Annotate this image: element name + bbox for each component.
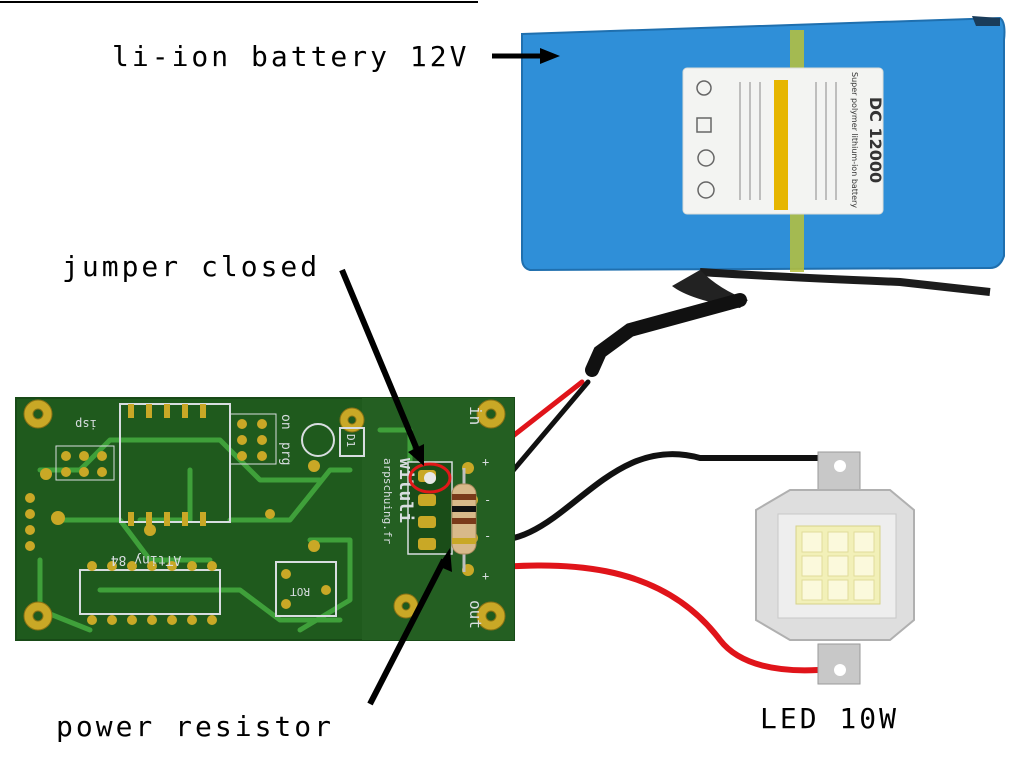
label-jumper: jumper closed: [62, 250, 320, 283]
silk-minus-out: -: [484, 529, 491, 543]
isp-header: [55, 445, 115, 481]
silk-brand: wiluli: [395, 458, 416, 523]
silk-rot: ROT: [290, 585, 310, 598]
wire-led-red: [465, 562, 821, 674]
pcb-traces: [37, 427, 413, 633]
rot-potentiometer: [275, 561, 337, 617]
silk-prg: prg: [278, 442, 293, 465]
pcb-board: in out wiluli arpschuing.fr ATtiny 84 RO…: [15, 397, 515, 641]
battery-sticker-fineprint: [739, 82, 837, 200]
arrow-battery: [492, 48, 560, 64]
power-resistor: [451, 468, 477, 572]
silk-isp: isp: [75, 417, 97, 431]
battery-sticker-subtitle: Super polymer lithium-ion battery: [850, 72, 859, 208]
silk-d1: D1: [344, 434, 357, 447]
battery: DC 12000 Super polymer lithium-ion batte…: [521, 16, 1006, 377]
jumper-pad: [424, 472, 436, 484]
terminal-block: [407, 461, 453, 555]
silk-plus-out: +: [482, 569, 489, 583]
arrow-resistor: [367, 548, 452, 706]
silk-url: arpschuing.fr: [381, 458, 394, 544]
label-resistor: power resistor: [56, 710, 334, 743]
label-led: LED 10W: [760, 702, 899, 735]
silk-minus-in: -: [484, 493, 491, 507]
certification-icons: [696, 80, 715, 199]
led-module: [755, 451, 915, 685]
label-battery: li-ion battery 12V: [112, 40, 469, 73]
led-cells: [801, 531, 875, 601]
capacitor: [301, 423, 335, 457]
silk-on: on: [278, 414, 293, 430]
silk-chip: ATtiny 84: [111, 552, 182, 567]
arrow-jumper: [339, 268, 424, 466]
on-prg-header: [229, 413, 277, 465]
silk-plus-in: +: [482, 455, 489, 469]
silk-out: out: [466, 600, 485, 629]
jumper-highlight: [408, 462, 452, 494]
diode-d1: [339, 427, 365, 457]
silk-in: in: [466, 406, 485, 425]
mounting-holes: [23, 399, 506, 631]
side-pads: [25, 460, 320, 552]
battery-sticker-title: DC 12000: [866, 97, 885, 183]
chip-pins: [87, 561, 217, 625]
